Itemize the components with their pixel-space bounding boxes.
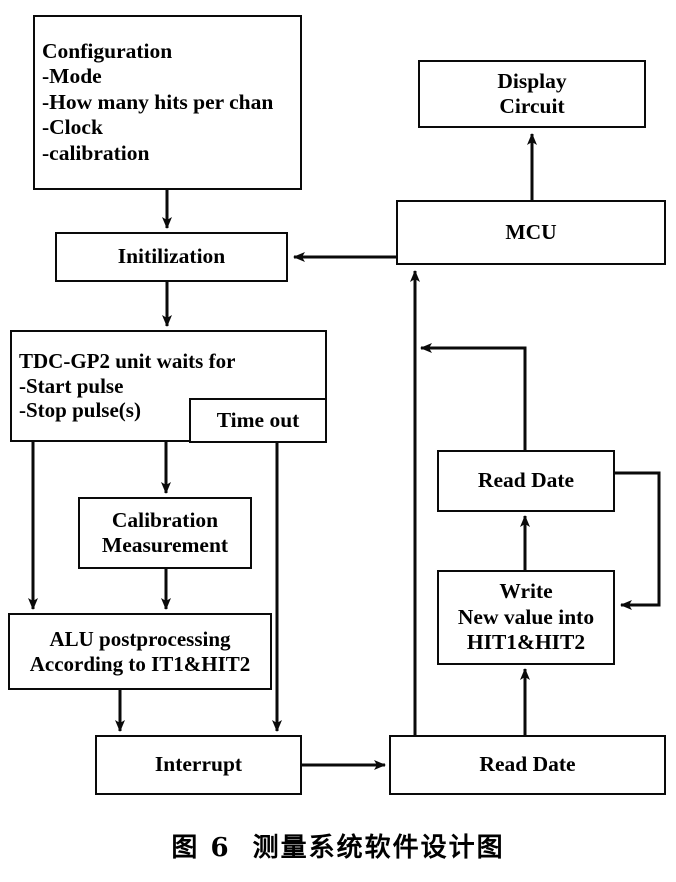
node-configuration-line-5: -calibration — [42, 140, 150, 165]
node-tdc-line-3: -Stop pulse(s) — [19, 398, 141, 423]
node-time-out[interactable]: Time out — [189, 398, 327, 443]
node-configuration-line-4: -Clock — [42, 115, 103, 140]
node-configuration-line-1: Configuration — [42, 39, 173, 64]
node-alu-postprocessing[interactable]: ALU postprocessing According to IT1&HIT2 — [8, 613, 272, 690]
node-calibration-line-2: Measurement — [101, 533, 229, 557]
node-read-date-bottom[interactable]: Read Date — [389, 735, 666, 795]
node-write-hit-values[interactable]: Write New value into HIT1&HIT2 — [437, 570, 615, 665]
node-write-line-2: New value into — [457, 604, 595, 629]
node-alu-line-1: ALU postprocessing — [49, 626, 231, 651]
node-write-line-1: Write — [499, 579, 553, 604]
node-configuration[interactable]: Configuration -Mode -How many hits per c… — [33, 15, 302, 190]
node-read-date-middle-label: Read Date — [477, 468, 575, 493]
node-mcu[interactable]: MCU — [396, 200, 666, 265]
node-configuration-line-3: -How many hits per chan — [42, 89, 274, 114]
node-tdc-line-1: TDC-GP2 unit waits for — [19, 348, 236, 373]
node-alu-line-2: According to IT1&HIT2 — [29, 651, 251, 676]
figure-caption-text: 测量系统软件设计图 — [252, 833, 505, 863]
node-calibration-line-1: Calibration — [111, 507, 219, 532]
node-interrupt-label: Interrupt — [154, 752, 243, 777]
node-interrupt[interactable]: Interrupt — [95, 735, 302, 795]
node-initilization[interactable]: Initilization — [55, 232, 288, 282]
node-configuration-line-2: -Mode — [42, 64, 102, 89]
node-display-circuit[interactable]: Display Circuit — [418, 60, 646, 128]
edge-readdate-middle-loop-to-write — [615, 471, 661, 610]
node-write-line-3: HIT1&HIT2 — [466, 630, 586, 655]
edge-readdate-middle-to-riser — [420, 343, 527, 450]
node-display-circuit-line-2: Circuit — [499, 94, 565, 118]
node-read-date-bottom-label: Read Date — [479, 752, 576, 777]
node-tdc-gp2-unit[interactable]: TDC-GP2 unit waits for -Start pulse -Sto… — [10, 330, 327, 442]
node-initilization-label: Initilization — [117, 244, 226, 269]
node-read-date-middle[interactable]: Read Date — [437, 450, 615, 512]
figure-caption: 图 6 测量系统软件设计图 — [0, 827, 676, 864]
node-time-out-label: Time out — [216, 407, 300, 432]
figure-caption-number: 图 6 — [171, 833, 231, 863]
node-calibration-measurement[interactable]: Calibration Measurement — [78, 497, 252, 569]
node-tdc-line-2: -Start pulse — [19, 373, 124, 398]
node-display-circuit-line-1: Display — [497, 68, 567, 93]
node-mcu-label: MCU — [505, 219, 557, 244]
